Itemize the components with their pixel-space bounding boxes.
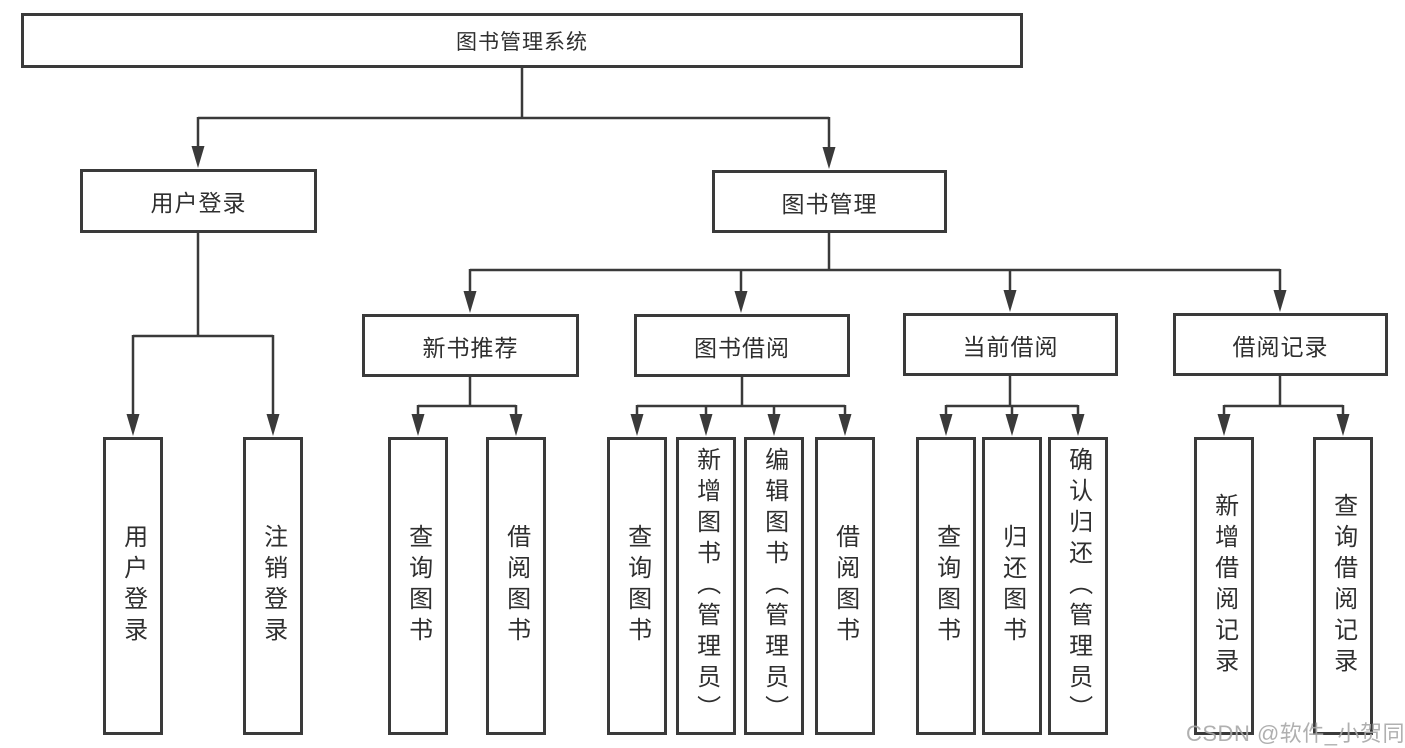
leaf-borrow-books: 借阅图书: [815, 437, 875, 735]
node-label: 新书推荐: [422, 334, 519, 361]
leaf-label: 新增借阅记录: [1210, 493, 1238, 679]
leaf-add-books-admin: 新增图书（管理员）: [676, 437, 736, 735]
leaf-label: 用户登录: [119, 524, 147, 648]
leaf-label: 借阅图书: [831, 524, 859, 648]
node-book-borrow: 图书借阅: [634, 314, 850, 377]
connector-borrow-records-children: [1217, 376, 1350, 436]
leaf-label: 注销登录: [259, 524, 287, 648]
node-new-book-recommend: 新书推荐: [362, 314, 579, 377]
leaf-label: 查询借阅记录: [1329, 493, 1357, 679]
leaf-label: 借阅图书: [502, 524, 530, 648]
leaf-user-login: 用户登录: [103, 437, 163, 735]
leaf-label: 查询图书: [623, 524, 651, 648]
csdn-watermark: CSDN @软件_小贺同学: [1186, 721, 1405, 746]
connector-book-borrow-children: [630, 377, 852, 436]
leaf-edit-books-admin: 编辑图书（管理员）: [744, 437, 804, 735]
leaf-label: 编辑图书（管理员）: [760, 446, 788, 726]
node-library-management-system: 图书管理系统: [21, 13, 1023, 68]
leaf-label: 归还图书: [998, 524, 1026, 648]
node-borrow-records: 借阅记录: [1173, 313, 1388, 376]
connector-user-login-children: [126, 233, 280, 436]
node-user-login: 用户登录: [80, 169, 317, 233]
node-label: 图书管理: [781, 190, 878, 217]
node-label: 图书管理系统: [456, 30, 588, 54]
node-book-management: 图书管理: [712, 170, 947, 233]
connector-root-to-level2: [191, 68, 836, 169]
connector-book-management-children: [463, 233, 1287, 313]
leaf-label: 查询图书: [932, 524, 960, 648]
node-label: 用户登录: [150, 190, 247, 216]
leaf-label: 确认归还（管理员）: [1064, 446, 1092, 726]
node-label: 借阅记录: [1232, 333, 1329, 360]
leaf-query-books-recommend: 查询图书: [388, 437, 448, 735]
leaf-label: 查询图书: [404, 524, 432, 648]
leaf-borrow-books-recommend: 借阅图书: [486, 437, 546, 735]
leaf-label: 新增图书（管理员）: [692, 446, 720, 726]
connector-new-book-children: [411, 377, 523, 436]
node-label: 图书借阅: [694, 334, 790, 361]
leaf-add-borrow-record: 新增借阅记录: [1194, 437, 1254, 735]
leaf-query-books-borrow: 查询图书: [607, 437, 667, 735]
leaf-query-borrow-record: 查询借阅记录: [1313, 437, 1373, 735]
leaf-logout: 注销登录: [243, 437, 303, 735]
node-label: 当前借阅: [962, 333, 1059, 360]
leaf-confirm-return-admin: 确认归还（管理员）: [1048, 437, 1108, 735]
leaf-query-books-current: 查询图书: [916, 437, 976, 735]
node-current-borrow: 当前借阅: [903, 313, 1118, 376]
leaf-return-books: 归还图书: [982, 437, 1042, 735]
connector-current-borrow-children: [939, 376, 1085, 436]
